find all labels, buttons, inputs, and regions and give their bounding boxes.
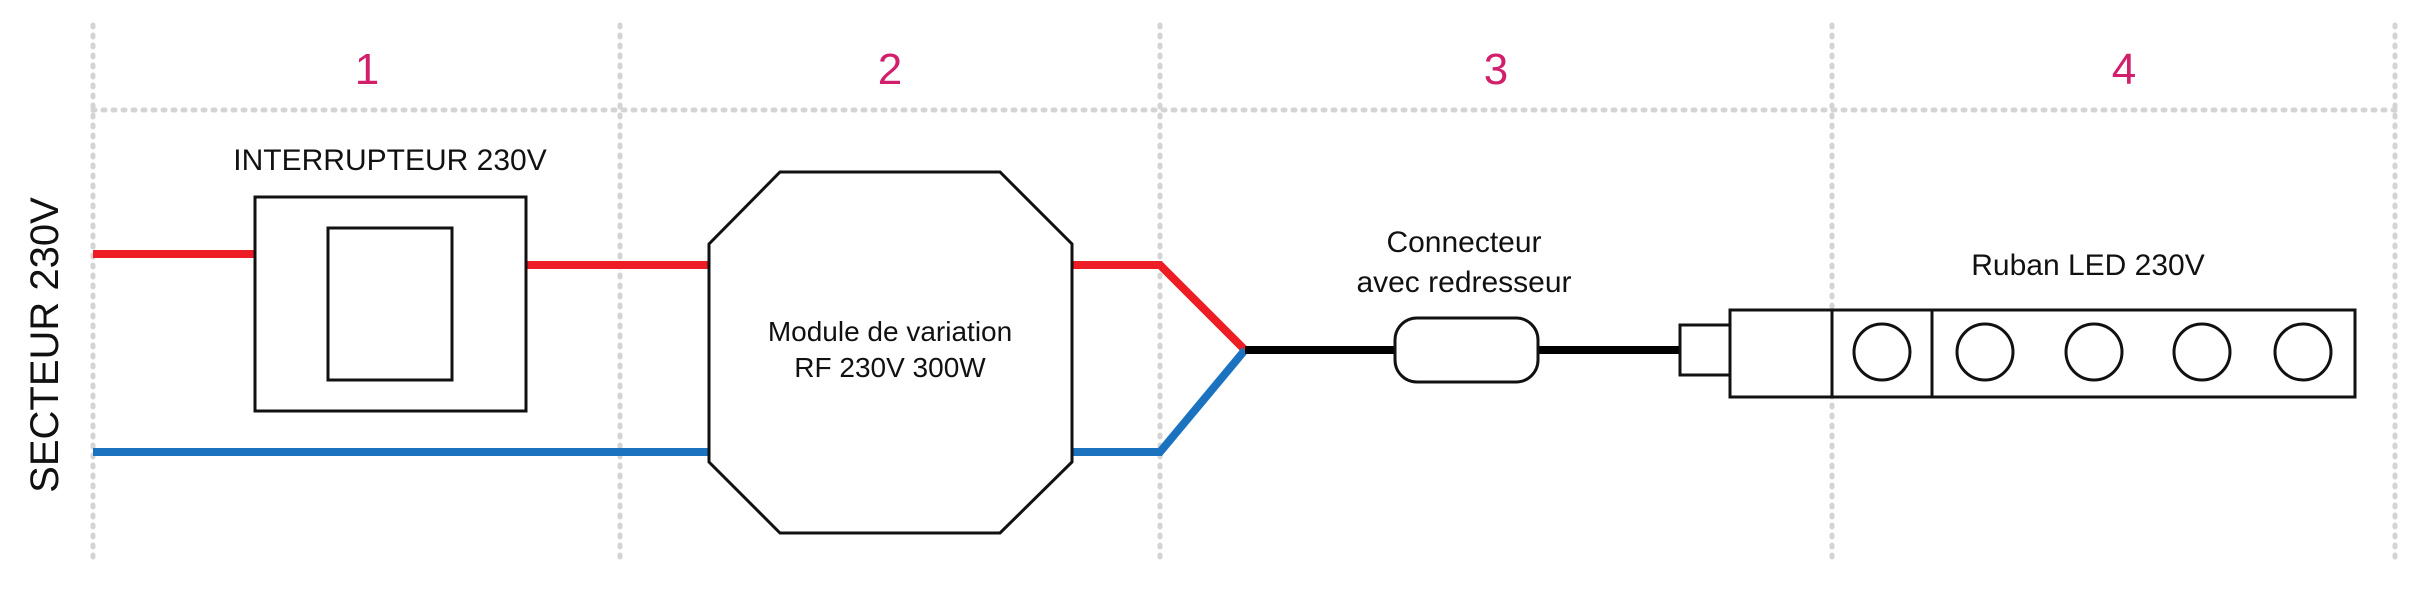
led-5 [2273,322,2333,382]
connector-body [1393,316,1540,384]
switch-title: INTERRUPTEUR 230V [233,144,546,177]
dimmer-body [707,170,1074,535]
led-strip-title: Ruban LED 230V [1971,249,2205,282]
led-2 [1955,322,2015,382]
dimmer-module: Module de variation RF 230V 300W [707,170,1074,535]
led-group [1852,322,2333,382]
led-3 [2064,322,2124,382]
switch-rocker [326,226,454,382]
connector-line-2: avec redresseur [1356,266,1571,299]
grid [90,22,2398,563]
strip-plug [1728,308,1834,399]
live-wire-dimmer-out [1072,261,1248,353]
led-strip: Ruban LED 230V [1678,249,2357,399]
column-number-4: 4 [2112,45,2136,94]
column-number-2: 2 [878,45,902,94]
connector: Connecteur avec redresseur [1356,226,1572,384]
column-number-3: 3 [1484,45,1508,94]
dimmer-line-1: Module de variation [768,316,1012,347]
led-1 [1852,322,1912,382]
switch: INTERRUPTEUR 230V [233,144,547,413]
strip-plug-tab [1678,323,1732,377]
connector-line-1: Connecteur [1386,226,1541,259]
mains-label: SECTEUR 230V [23,197,67,493]
dimmer-line-2: RF 230V 300W [794,352,986,383]
neutral-wire-dimmer-out [1072,347,1249,456]
column-number-1: 1 [355,45,379,94]
led-4 [2172,322,2232,382]
